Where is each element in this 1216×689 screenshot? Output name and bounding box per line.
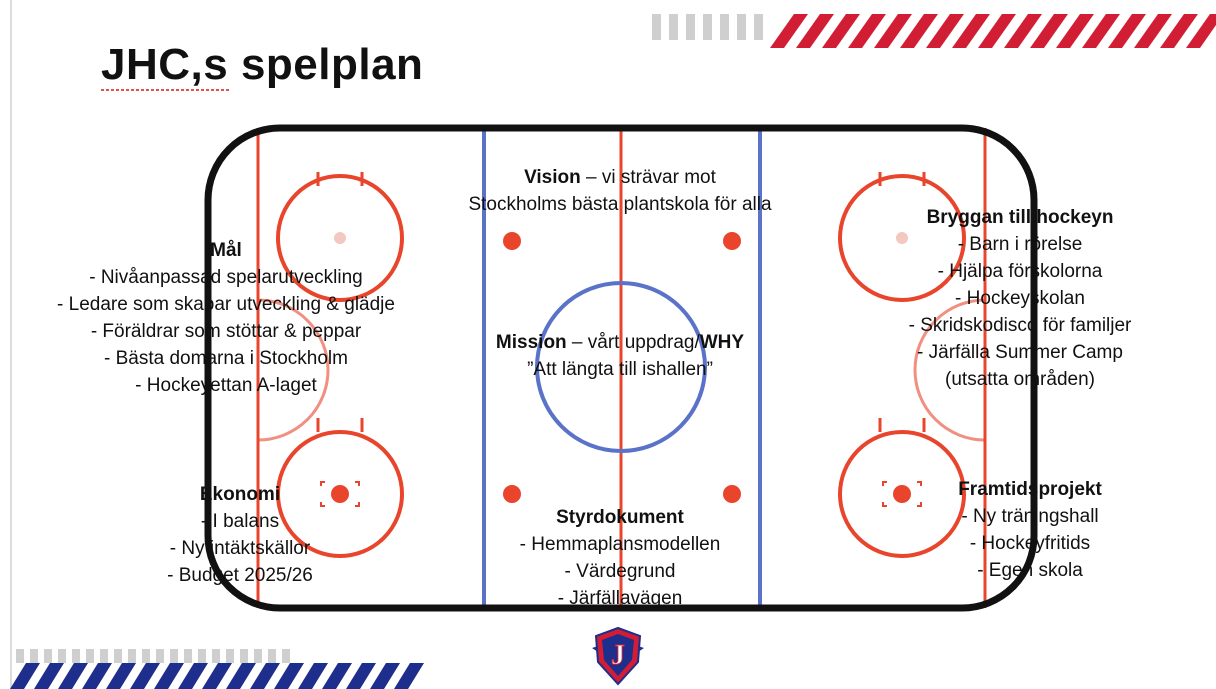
faceoff-circle-top-right (838, 172, 966, 302)
goal-item: - Ledare som skapar utveckling & glädje (57, 294, 395, 315)
goal-section: Mål - Nivåanpassad spelarutveckling - Le… (16, 237, 436, 399)
left-goal-crease (257, 298, 330, 442)
faceoff-circle-top-left (276, 172, 404, 302)
goal-item: - Föräldrar som stöttar & peppar (90, 321, 362, 342)
goal-item: - Hockeyettan A-laget (135, 375, 317, 396)
future-projects-section: Framtidsprojekt - Ny träningshall - Hock… (900, 476, 1160, 584)
slide-title: JHC,s spelplan (101, 40, 424, 89)
economy-heading: Ekonomi (199, 484, 281, 505)
steering-item: - Hemmaplansmodellen (519, 534, 721, 555)
club-crest-icon: J (592, 626, 644, 686)
mission-section: Mission – vårt uppdrag/WHY ”Att längta t… (440, 329, 800, 383)
mission-why: WHY (699, 332, 745, 353)
steering-docs-section: Styrdokument - Hemmaplansmodellen - Värd… (470, 504, 770, 612)
goal-item: - Nivåanpassad spelarutveckling (89, 267, 363, 288)
bridge-item: - Skridskodisco för familjer (908, 315, 1132, 336)
top-stripe-decoration (652, 14, 1216, 48)
faceoff-dot (503, 232, 521, 250)
mission-heading: Mission (495, 332, 567, 353)
vision-text: – vi strävar mot (580, 167, 716, 188)
future-item: - Ny träningshall (961, 506, 1099, 527)
faceoff-circle-bottom-right (838, 418, 966, 558)
left-border-line (10, 0, 12, 689)
spellcheck-underline (101, 89, 229, 91)
bridge-section: Bryggan till hockeyn - Barn i rörelse - … (850, 204, 1190, 393)
mission-text: – vårt uppdrag/ (566, 332, 700, 353)
economy-section: Ekonomi - I balans - Ny intäktskällor - … (90, 481, 390, 589)
future-item: - Egen skola (977, 560, 1083, 581)
bridge-item: - Järfälla Summer Camp (917, 342, 1123, 363)
bridge-heading: Bryggan till hockeyn (926, 207, 1114, 228)
vision-heading: Vision (524, 167, 581, 188)
bridge-item: - Hockeyskolan (955, 288, 1085, 309)
goal-item: - Bästa domarna i Stockholm (104, 348, 348, 369)
faceoff-circle-bottom-left (276, 418, 404, 558)
steering-heading: Styrdokument (556, 507, 684, 528)
center-circle (535, 281, 707, 453)
vision-text-line2: Stockholms bästa plantskola för alla (468, 194, 772, 215)
steering-item: - Värdegrund (564, 561, 676, 582)
vision-line: Vision – vi strävar mot (420, 164, 820, 191)
bridge-item: - Barn i rörelse (957, 234, 1083, 255)
right-goal-crease (913, 298, 986, 442)
steering-item: - Järfällavägen (557, 588, 683, 609)
bottom-stripe-decoration (10, 649, 424, 689)
crest-letter: J (611, 640, 625, 671)
bridge-item: - Hjälpa förskolorna (937, 261, 1103, 282)
faceoff-dot (503, 485, 521, 503)
future-item: - Hockeyfritids (969, 533, 1091, 554)
faceoff-dot (723, 485, 741, 503)
vision-section: Vision – vi strävar mot Stockholms bästa… (420, 164, 820, 218)
economy-item: - I balans (200, 511, 280, 532)
economy-item: - Ny intäktskällor (169, 538, 311, 559)
rink-boards (204, 124, 1038, 612)
economy-item: - Budget 2025/26 (167, 565, 313, 586)
mission-quote: ”Att längta till ishallen” (527, 359, 713, 380)
goal-heading: Mål (210, 240, 242, 261)
future-heading: Framtidsprojekt (958, 479, 1102, 500)
bridge-item: (utsatta områden) (945, 369, 1095, 390)
mission-line: Mission – vårt uppdrag/WHY (440, 329, 800, 356)
faceoff-dot (723, 232, 741, 250)
